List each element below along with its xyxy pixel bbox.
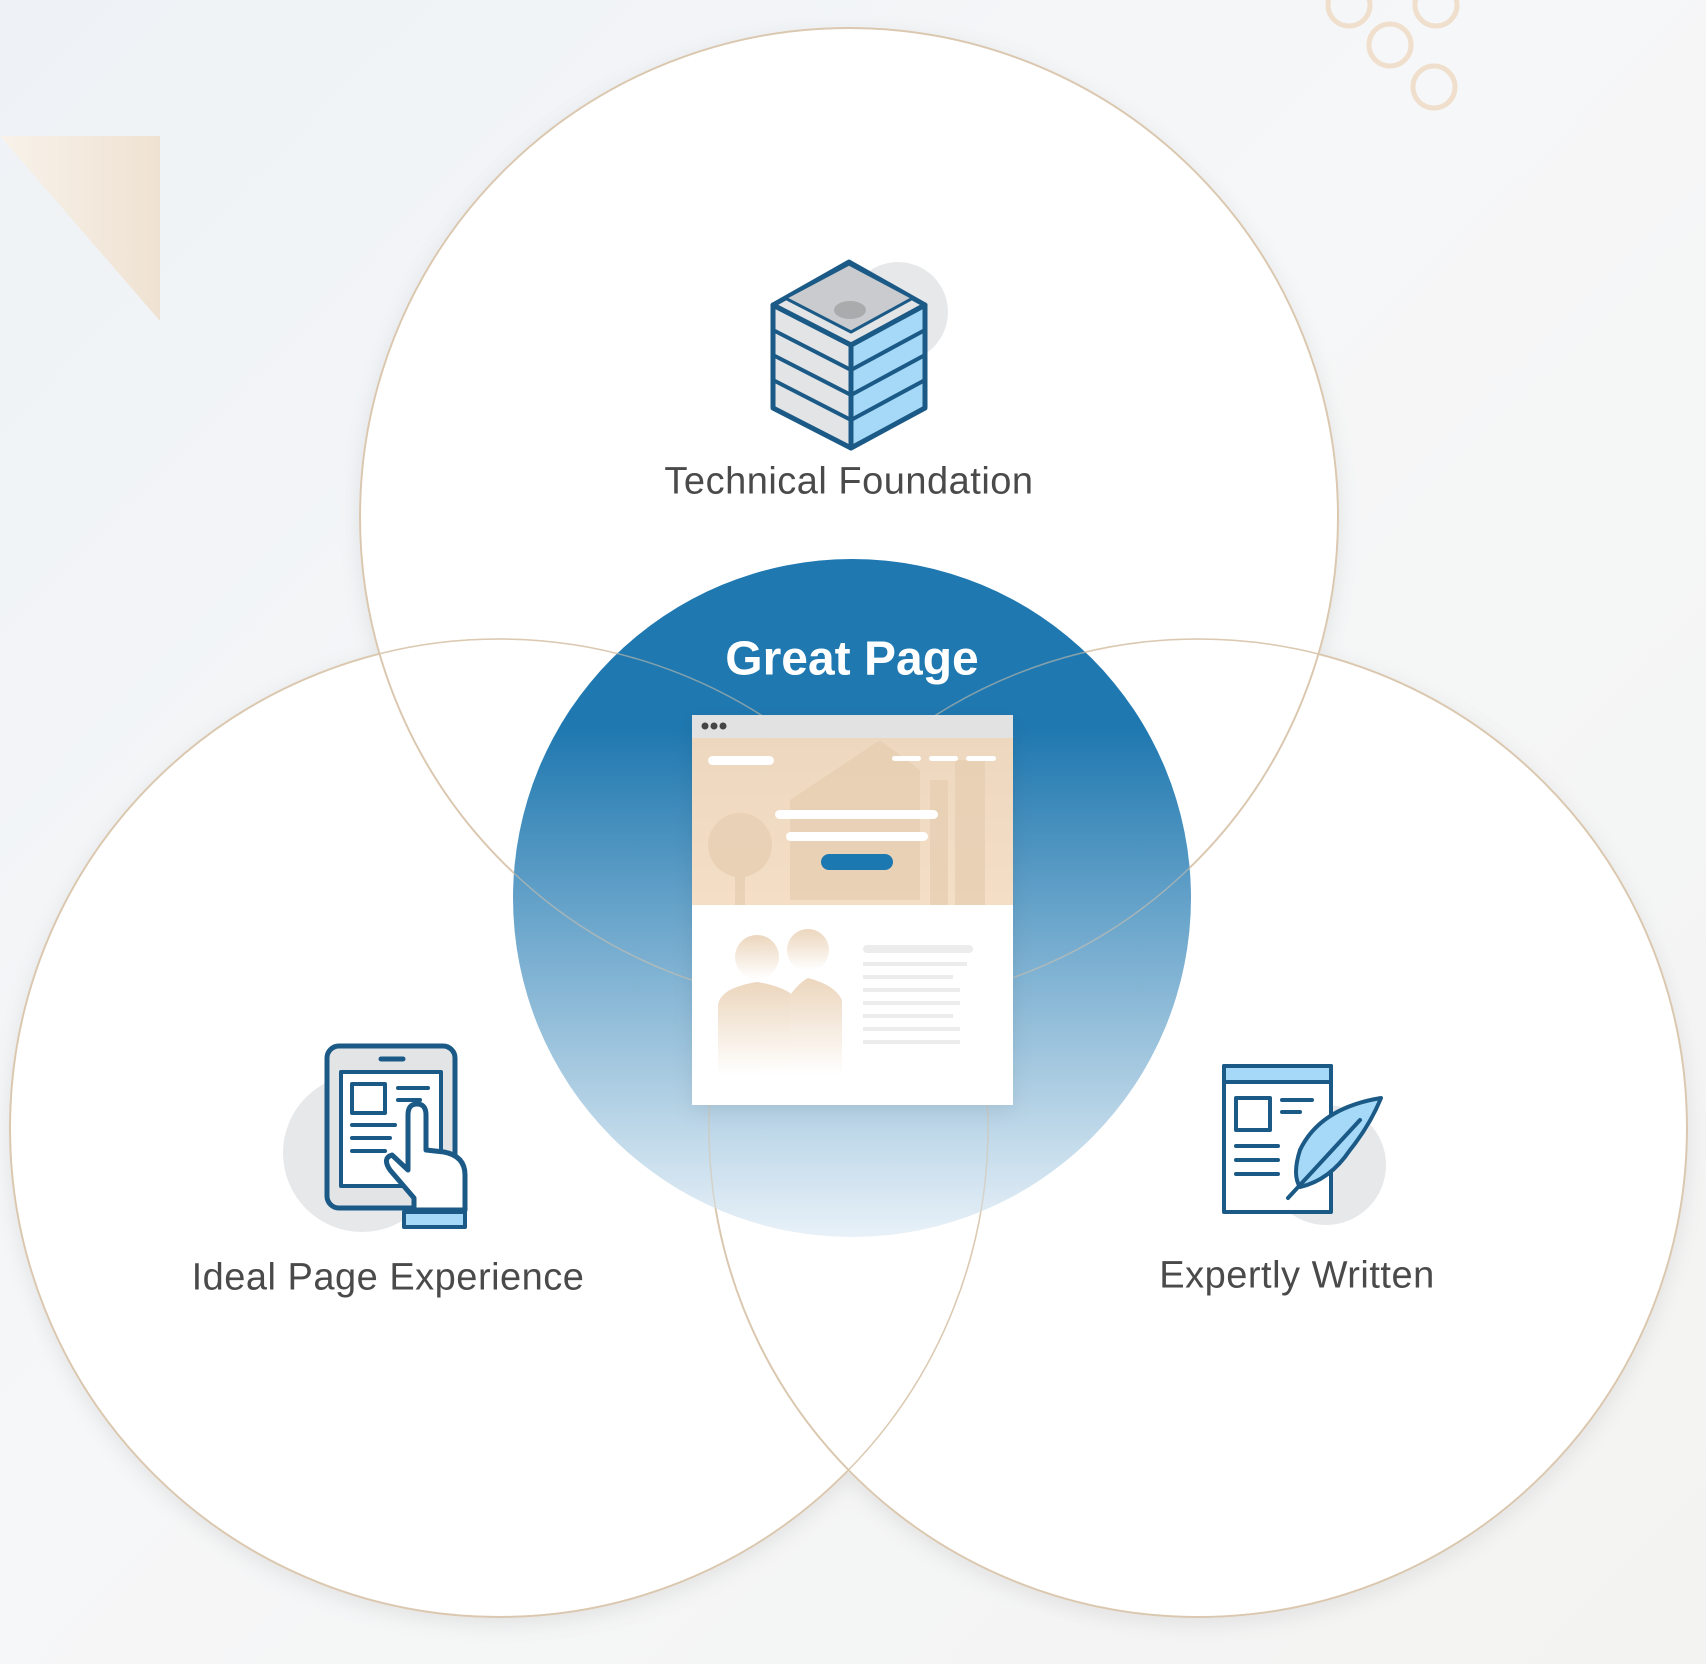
decor-triangle (0, 136, 160, 321)
server-stack-icon (770, 259, 948, 451)
label-expertly-written: Expertly Written (1159, 1254, 1435, 1297)
decor-rings (1325, 0, 1460, 111)
label-ideal-page-experience: Ideal Page Experience (191, 1256, 585, 1299)
tablet-touch-icon (283, 1043, 468, 1232)
webpage-mockup (692, 715, 1013, 1105)
center-title: Great Page (725, 632, 979, 686)
label-technical-foundation: Technical Foundation (664, 460, 1034, 503)
document-feather-icon (1222, 1064, 1386, 1225)
